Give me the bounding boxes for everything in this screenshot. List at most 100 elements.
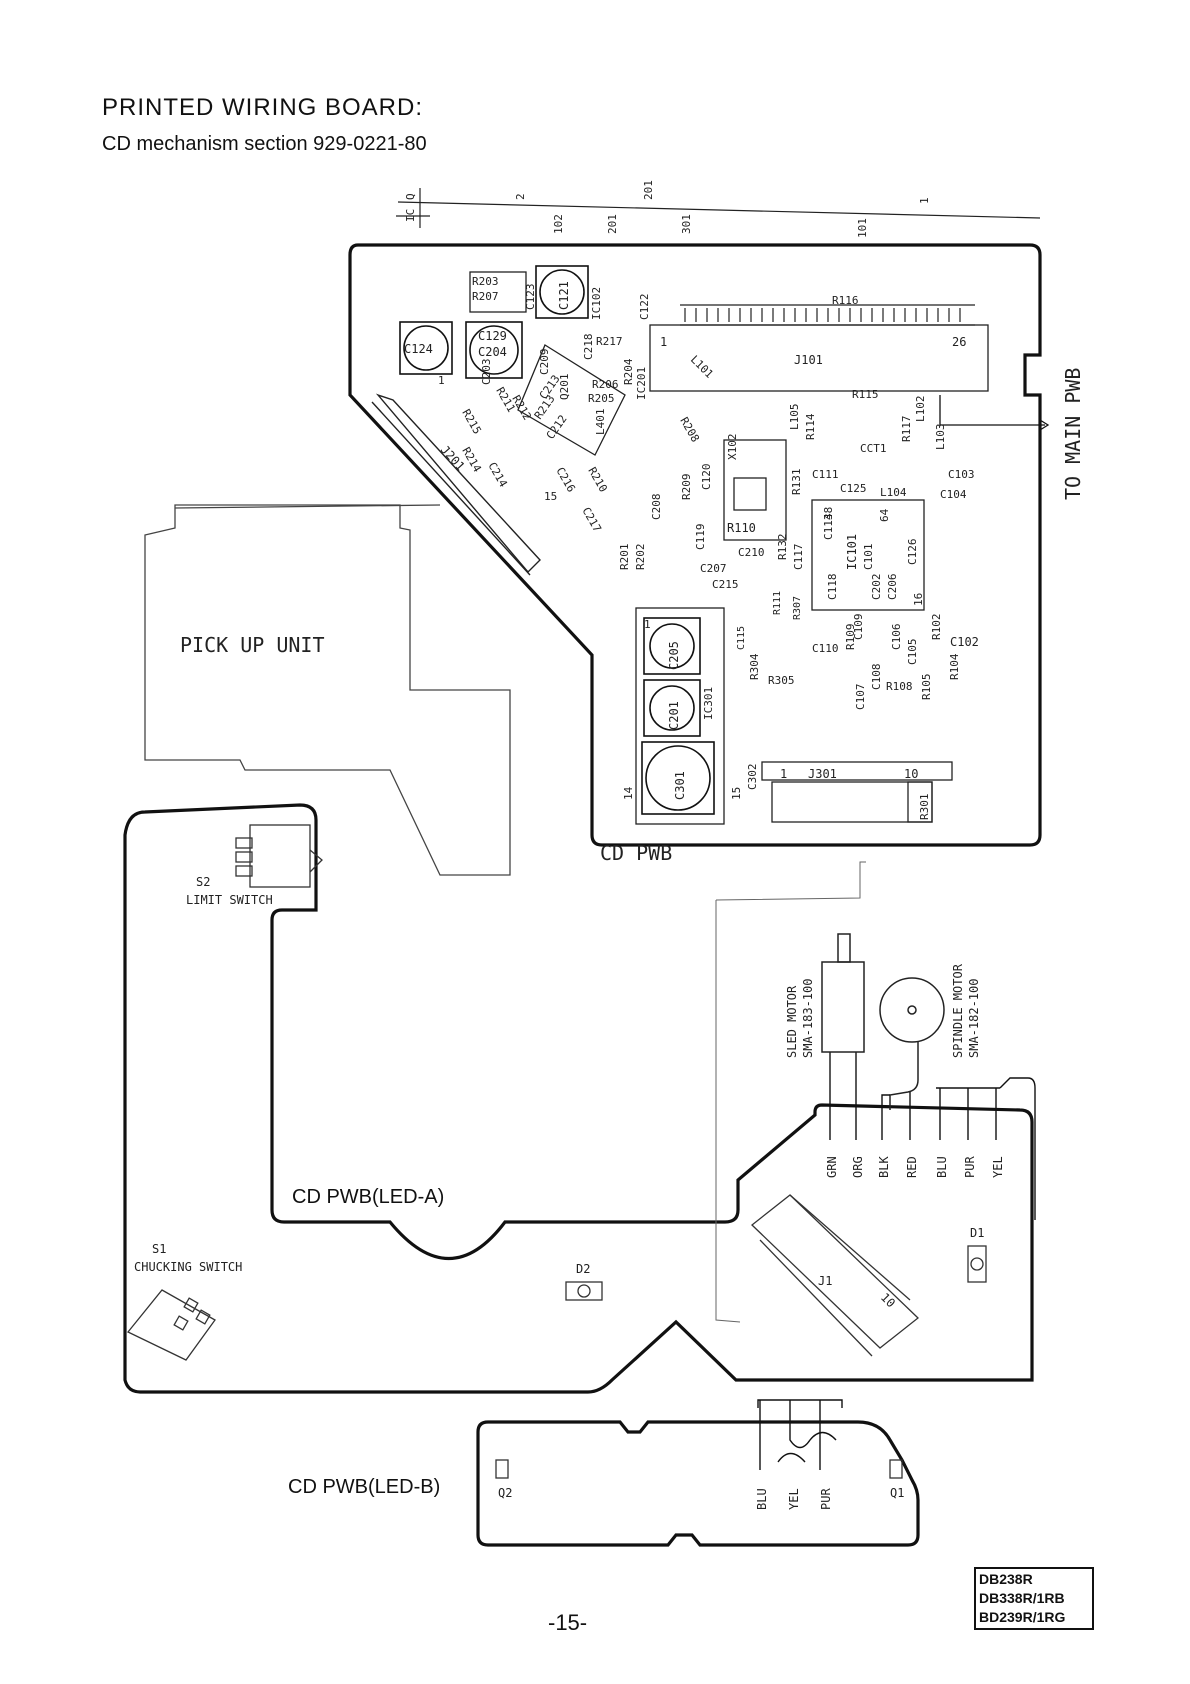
ic102-label: IC102 [590,287,603,320]
c123-label: C123 [524,284,537,311]
c301-label: C301 [673,771,687,800]
r131-label: R131 [790,469,803,496]
c117-label: C117 [792,544,805,571]
d1-label: D1 [970,1226,984,1240]
c122-label: C122 [638,294,651,321]
c105-label: C105 [906,639,919,666]
r202-label: R202 [634,544,647,571]
ruler-bottom-101: 101 [856,218,869,238]
x102-label: X102 [726,434,739,461]
ruler-bottom-201: 201 [606,214,619,234]
r104-label: R104 [948,653,961,680]
ic101-label: IC101 [845,534,859,570]
c115-label: C115 [736,626,747,650]
l105-label: L105 [788,404,801,431]
r132-label: R132 [776,534,789,561]
j1-label: J1 [818,1274,832,1288]
j301-pin1: 1 [780,767,787,781]
cd-pwb-label: CD PWB [600,841,672,865]
l101-label: L101 [688,353,716,381]
r205-label: R205 [588,392,615,405]
c108-label: C108 [870,664,883,691]
l104-label: L104 [880,486,907,499]
led-a-outline [123,803,1034,1394]
ruler-label-ic: IC [404,209,417,222]
to-main-pwb [939,395,1050,431]
j301-label: J301 [808,767,837,781]
c206-label: C206 [886,574,899,601]
c125-label: C125 [840,482,867,495]
j101-pin26: 26 [952,335,966,349]
r304-label: R304 [748,653,761,680]
d2-label: D2 [576,1262,590,1276]
j101-label: J101 [794,353,823,367]
r114-label: R114 [804,413,817,440]
l103-label: L103 [934,424,947,451]
r213-label: R213 [532,393,558,422]
page-title: PRINTED WIRING BOARD: [102,94,424,121]
r201-label: R201 [618,544,631,571]
r307-label: R307 [792,596,803,620]
ruler-bottom-102: 102 [552,214,565,234]
c126-label: C126 [906,539,919,566]
ruler-label-q: Q [404,193,417,200]
j101-pin1: 1 [660,335,667,349]
r115-label: R115 [852,388,879,401]
transistors [495,1459,903,1479]
page-number: -15- [548,1610,588,1635]
c208-label: C208 [650,494,663,521]
c121-label: C121 [557,281,571,310]
j101-pins [684,308,961,322]
cct1-label: CCT1 [860,442,887,455]
r116-label: R116 [832,294,859,307]
led-b-outline [476,1420,920,1547]
wire-blu: BLU [935,1156,949,1178]
model-2: DB338R/1RB [979,1590,1065,1606]
sled-motor-part: SMA-183-100 [801,979,815,1058]
led-a-wires [829,1077,1036,1220]
ic-blocks [469,271,953,825]
c201-label: C201 [667,701,681,730]
limit-switch-s2 [235,824,323,888]
r204-label: R204 [622,358,635,385]
j301-pin10: 10 [904,767,918,781]
c205-label: C205 [667,641,681,670]
c113-label: C113 [822,514,835,541]
c119-label: C119 [694,524,707,551]
r203-label: R203 [472,275,499,288]
led-d1 [967,1245,987,1283]
c110-label: C110 [812,642,839,655]
pin48-label: 48 [822,507,835,520]
c217-label: C217 [579,505,604,534]
pickup-unit-label: PICK UP UNIT [180,633,325,657]
s1-ref: S1 [152,1242,166,1256]
c103-label: C103 [948,468,975,481]
r305-label: R305 [768,674,795,687]
r108-label: R108 [886,680,913,693]
r102-label: R102 [930,614,943,641]
ruler-top-201: 201 [642,180,655,200]
c118-label: C118 [826,574,839,601]
r110-label: R110 [727,521,756,535]
r301-label: R301 [918,794,931,821]
r109-label: R109 [844,624,857,651]
ruler-bottom-301: 301 [680,214,693,234]
connector-j101 [649,304,989,392]
r111-label: R111 [772,591,783,615]
r117-label: R117 [900,416,913,443]
r215-label: R215 [459,407,484,436]
r208-label: R208 [677,415,702,444]
c109-label: C109 [852,614,865,641]
coordinate-ruler [396,188,1041,228]
c120-label: C120 [700,464,713,491]
wire-org: ORG [851,1156,865,1178]
pickup-unit [144,504,511,876]
c302-label: C302 [746,764,759,791]
c104-label: C104 [940,488,967,501]
c202-label: C202 [870,574,883,601]
spindle-motor-name: SPINDLE MOTOR [951,963,965,1058]
l102-label: L102 [914,396,927,423]
ic201-label: IC201 [635,367,648,400]
c129-label: C129 [478,329,507,343]
s1-name: CHUCKING SWITCH [134,1260,242,1274]
